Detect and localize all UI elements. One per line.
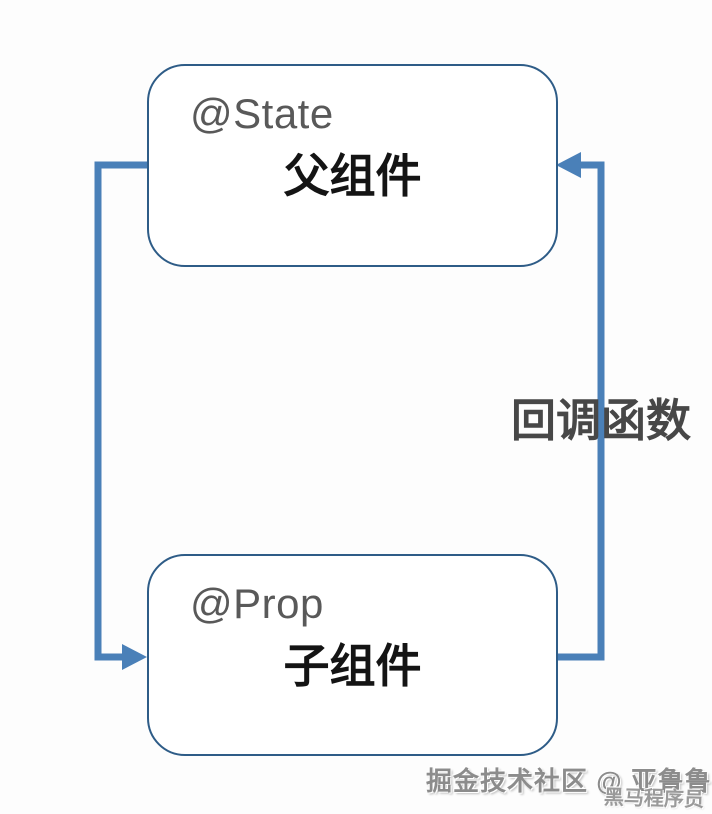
- arrow-right-icon: [122, 644, 147, 670]
- child-to-parent-connector: [557, 161, 605, 661]
- watermark-juejin-community: 掘金技术社区 @ 亚鲁鲁: [426, 766, 712, 796]
- arrow-left-icon: [556, 152, 581, 178]
- state-decorator-label: @State: [190, 90, 334, 137]
- child-component-box: @Prop 子组件: [147, 554, 558, 756]
- parent-component-label: 父组件: [283, 150, 422, 202]
- child-component-label: 子组件: [283, 640, 422, 692]
- parent-component-box: @State 父组件: [147, 64, 558, 267]
- callback-function-label: 回调函数: [511, 395, 692, 446]
- parent-to-child-connector: [94, 161, 148, 661]
- watermark-heima-programmer: 黑马程序员: [603, 786, 705, 812]
- prop-decorator-label: @Prop: [190, 580, 324, 627]
